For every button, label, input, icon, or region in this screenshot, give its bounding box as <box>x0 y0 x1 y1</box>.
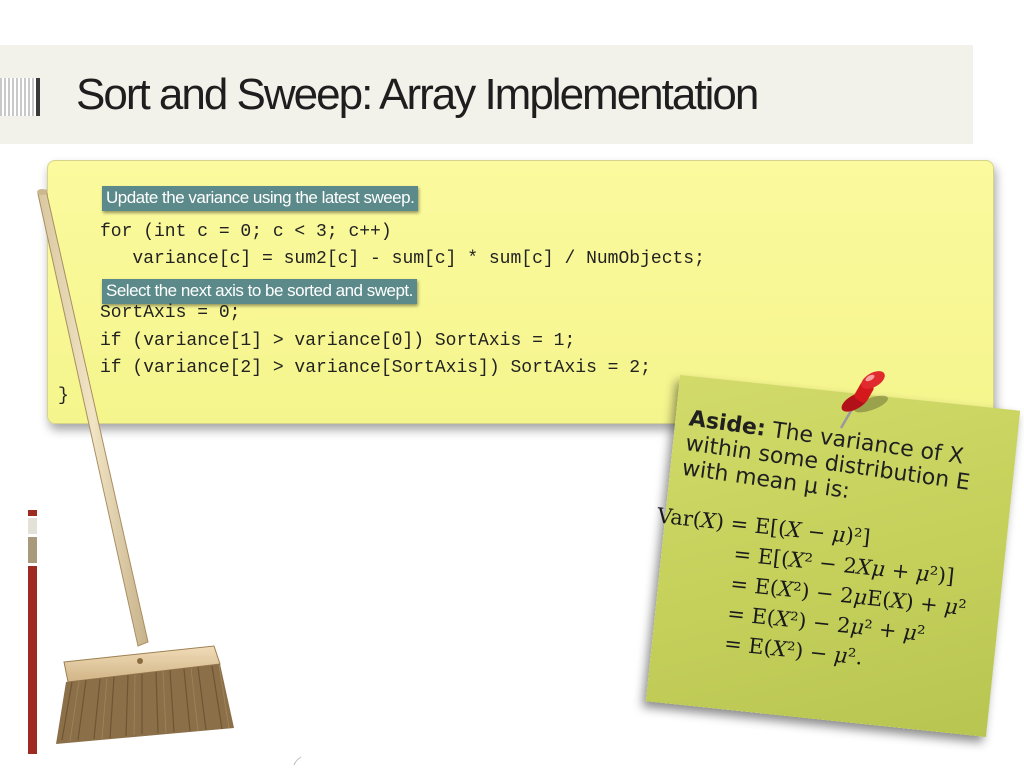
slide-title: Sort and Sweep: Array Implementation <box>76 70 759 119</box>
broom-illustration <box>37 189 234 744</box>
code-line-if-variance-1: if (variance[1] > variance[0]) SortAxis … <box>100 331 576 351</box>
accent-bar-red-top <box>28 510 37 516</box>
accent-bar-light <box>28 518 37 534</box>
footer-mark <box>293 756 302 766</box>
accent-bar-tan <box>28 537 37 563</box>
code-line-sortaxis-init: SortAxis = 0; <box>100 303 241 323</box>
title-band <box>0 45 973 144</box>
code-line-if-variance-2: if (variance[2] > variance[SortAxis]) So… <box>100 358 651 378</box>
formula-line-1: Var(X) = E[(X − μ)²] <box>656 503 872 550</box>
code-closing-brace: } <box>58 386 69 406</box>
code-line-for-loop: for (int c = 0; c < 3; c++) <box>100 222 392 242</box>
callout-select-axis: Select the next axis to be sorted and sw… <box>102 279 417 304</box>
accent-bar-red <box>28 566 37 754</box>
callout-update-variance: Update the variance using the latest swe… <box>102 186 419 211</box>
code-line-variance-update: variance[c] = sum2[c] - sum[c] * sum[c] … <box>100 249 705 269</box>
title-stripes-decoration <box>0 78 40 116</box>
push-pin-icon <box>839 371 889 429</box>
